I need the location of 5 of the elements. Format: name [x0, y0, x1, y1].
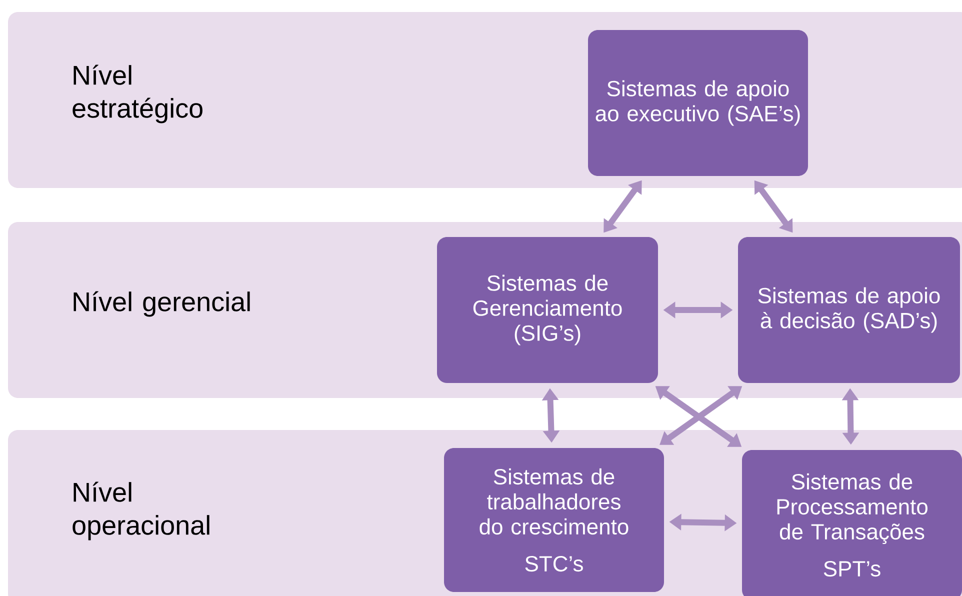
system-box: Sistemas de Gerenciamento (SIG’s): [437, 237, 658, 383]
system-box: Sistemas de Processamento de Transações SPT’s: [742, 450, 962, 596]
system-box: Sistemas de apoio ao executivo (SAE’s): [588, 30, 808, 176]
system-box: Sistemas de apoio à decisão (SAD’s): [738, 237, 960, 383]
system-box: Sistemas de trabalhadores do crescimento STC’s: [444, 448, 664, 592]
